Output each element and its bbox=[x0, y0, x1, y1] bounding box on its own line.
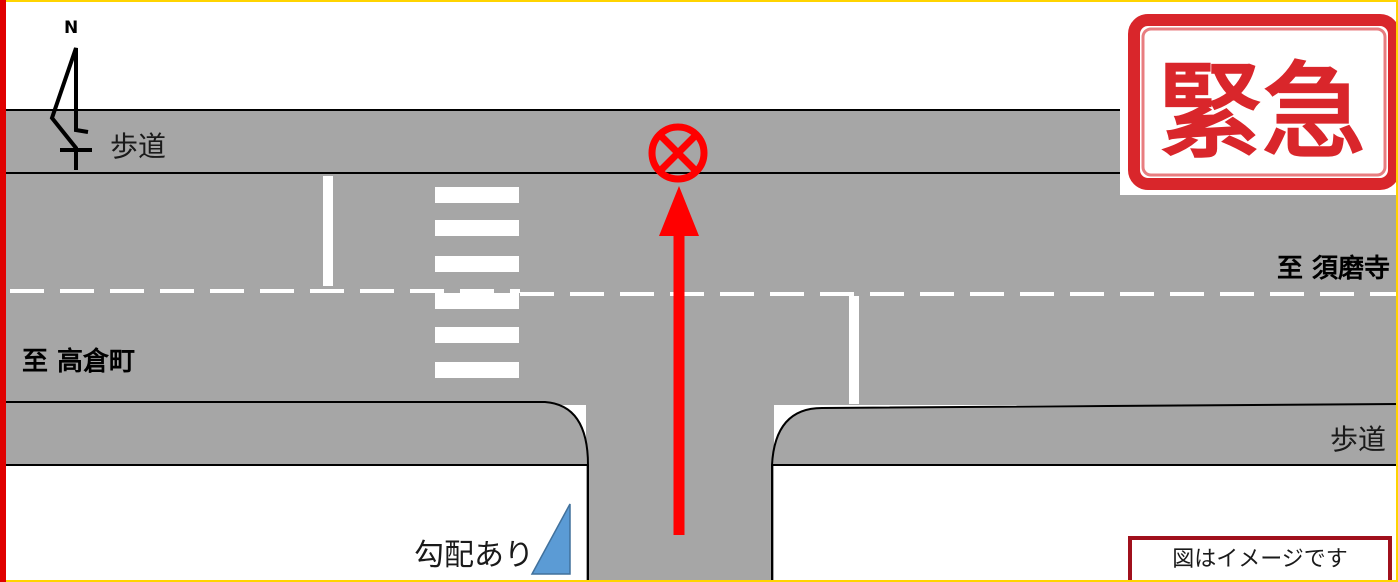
no-entry-cross-circle-icon bbox=[648, 123, 708, 183]
sidewalk-south-east bbox=[772, 404, 1398, 465]
sidewalk-south-label: 歩道 bbox=[1330, 423, 1386, 456]
slope-triangle-icon bbox=[530, 503, 571, 575]
sidewalk-north-label: 歩道 bbox=[110, 130, 166, 163]
north-arrow-icon bbox=[49, 47, 92, 170]
image-note-text: 図はイメージです bbox=[1172, 547, 1348, 572]
crosswalk-stripe bbox=[435, 187, 519, 203]
stamp-text: 緊急 bbox=[1158, 51, 1366, 173]
crosswalk-stripe bbox=[435, 256, 519, 272]
crosswalk-stripe bbox=[435, 362, 519, 378]
direction-label-east: 至 須磨寺 bbox=[1277, 254, 1390, 284]
image-note-box: 図はイメージです bbox=[1128, 536, 1392, 582]
crosswalk-stripe bbox=[435, 293, 519, 309]
south-east-curb bbox=[771, 403, 1398, 582]
south-west-curb bbox=[0, 401, 589, 582]
crosswalk-stripe bbox=[435, 327, 519, 343]
up-arrow-icon bbox=[659, 186, 699, 535]
direction-label-west: 至 高倉町 bbox=[22, 346, 135, 377]
stop-line-east bbox=[849, 296, 859, 404]
crosswalk bbox=[435, 187, 519, 378]
emergency-stamp: 緊急 bbox=[1120, 0, 1398, 195]
sidewalk-south-west bbox=[0, 402, 588, 465]
crosswalk-stripe bbox=[435, 220, 519, 236]
slope-label: 勾配あり bbox=[414, 538, 534, 573]
north-label: N bbox=[64, 18, 78, 38]
stop-line-west bbox=[323, 176, 333, 286]
